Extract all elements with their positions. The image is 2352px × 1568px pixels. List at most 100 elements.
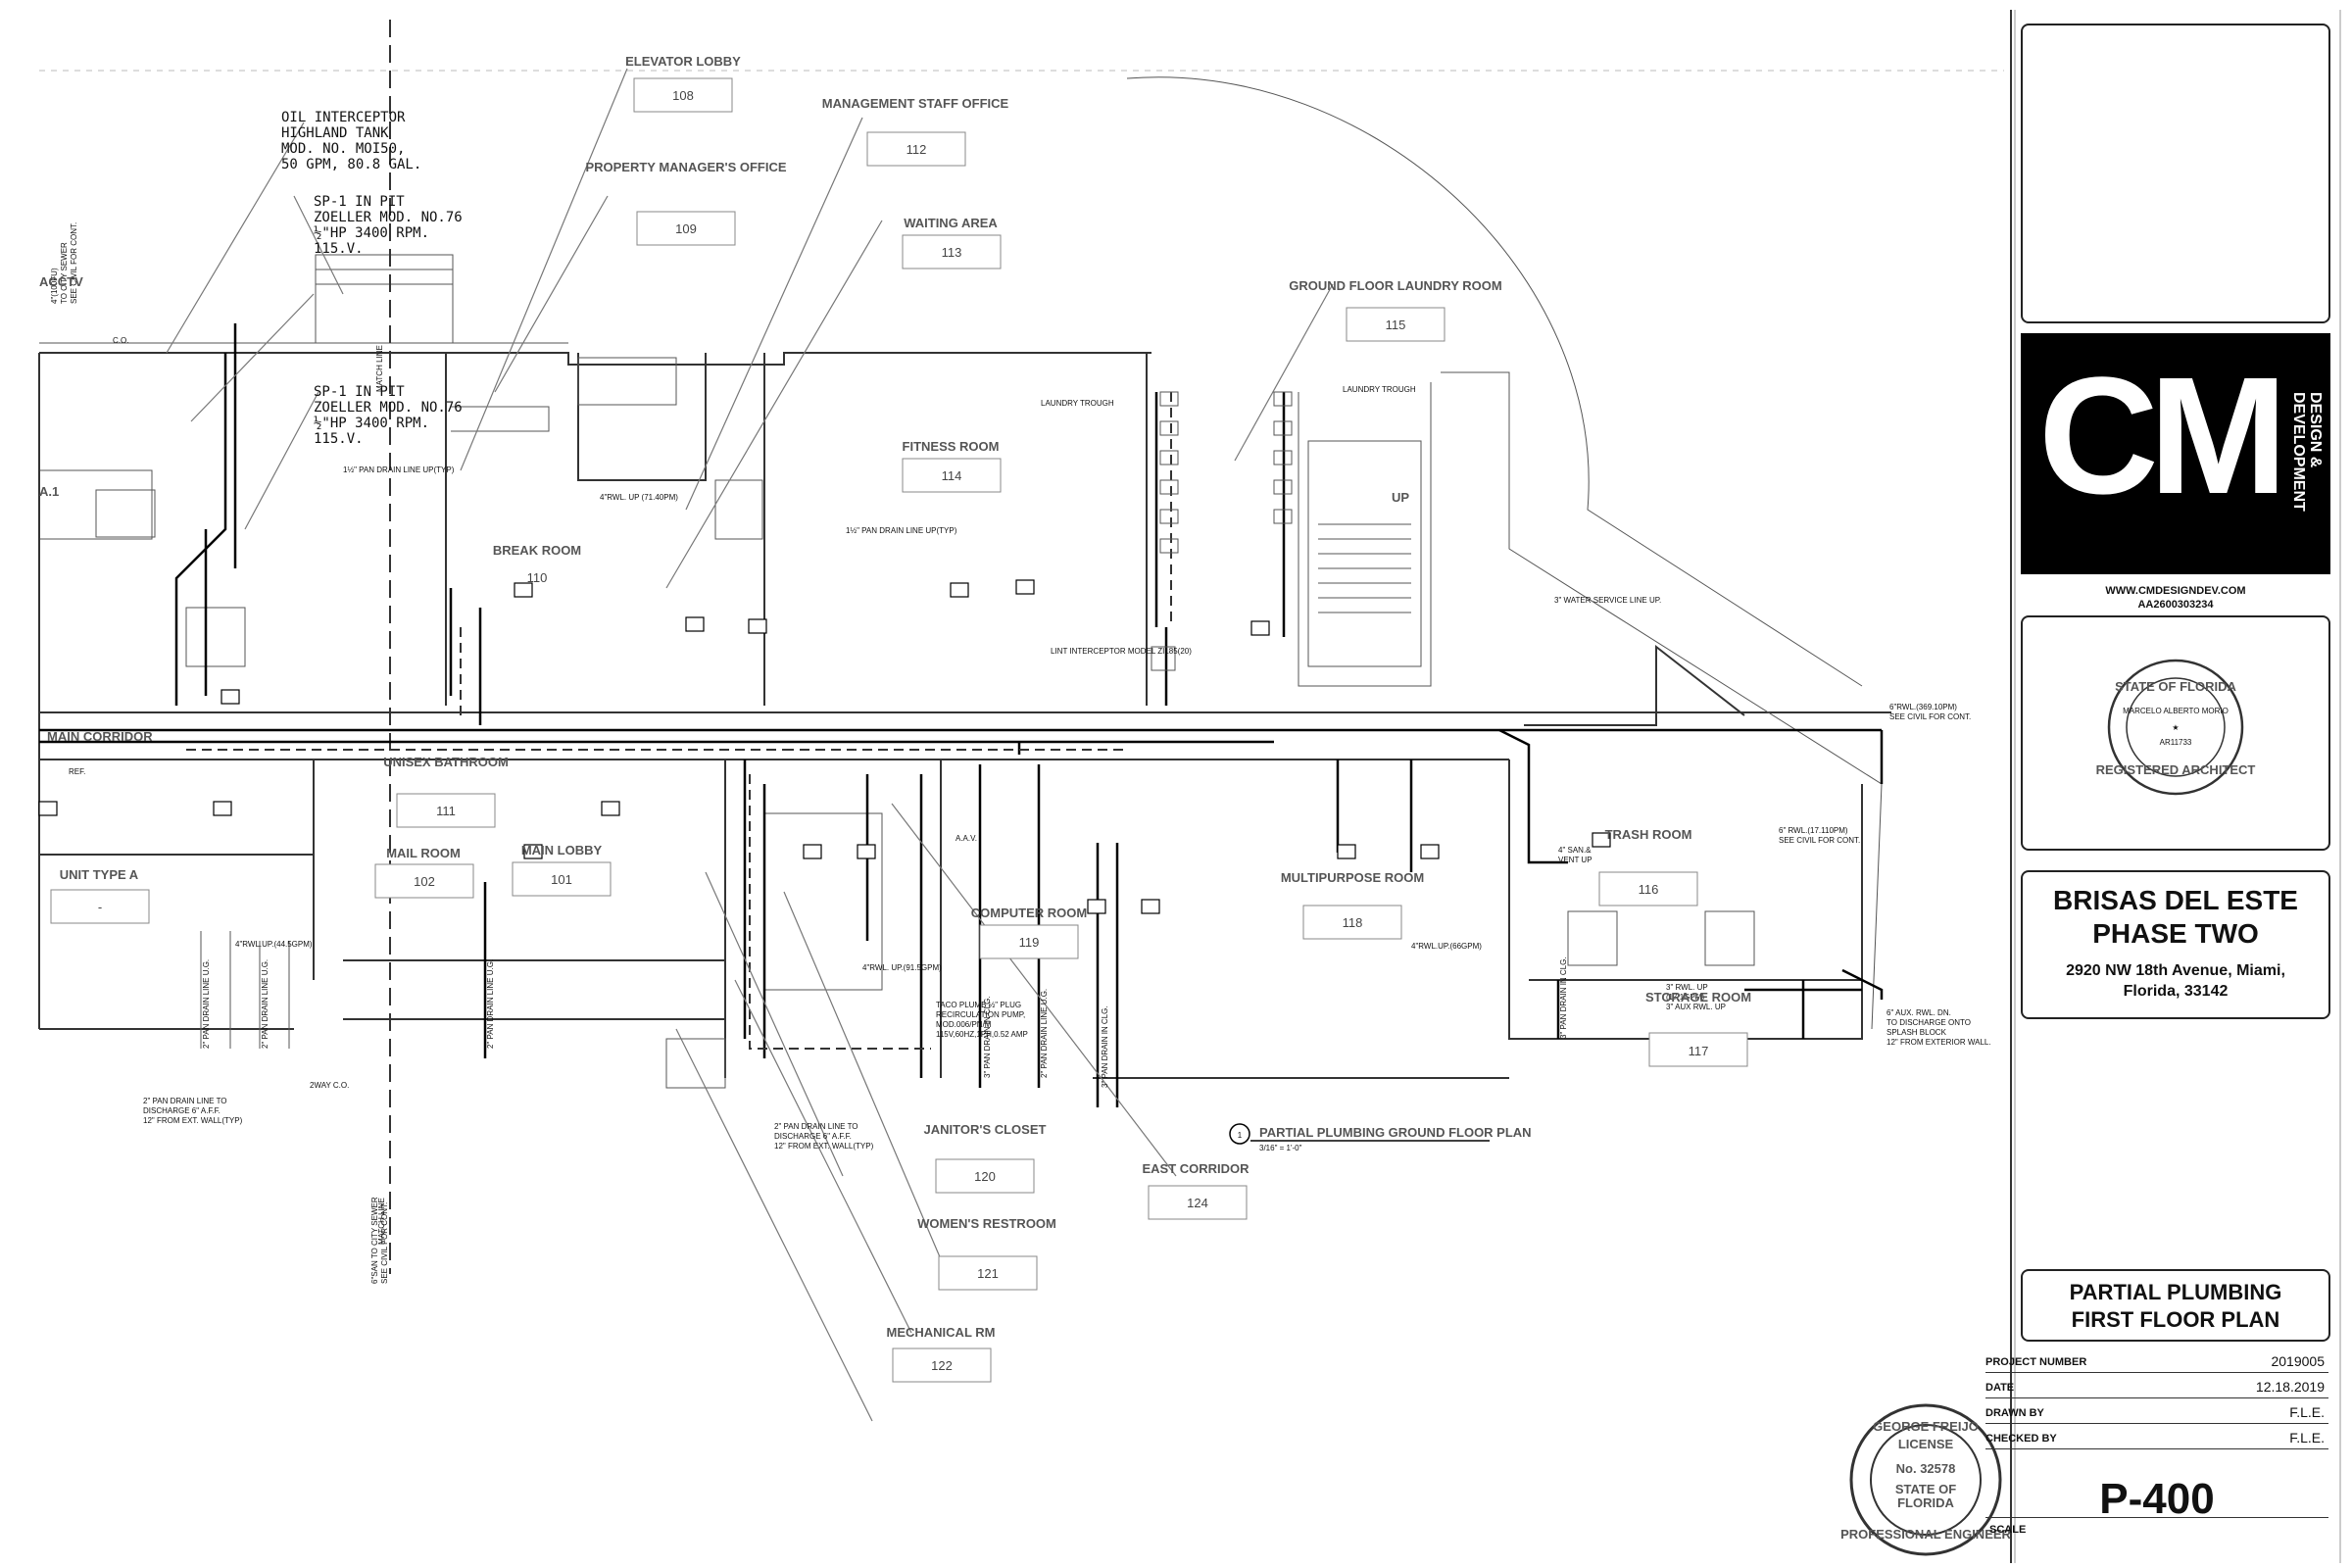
architect-seal-number: AR11733 — [2160, 738, 2192, 747]
checked-by-value: F.L.E. — [2289, 1430, 2325, 1446]
room-name-122: MECHANICAL RM — [887, 1325, 996, 1340]
room-number-116: 116 — [1639, 882, 1659, 897]
engineer-seal: GEORGE FREIJO LICENSE No. 32578 STATE OF… — [1840, 1403, 2012, 1556]
drawn-by-row: DRAWN BY F.L.E. — [1985, 1399, 2328, 1424]
leader-lines — [166, 68, 1334, 1422]
pan-drain-note-2: 1½" PAN DRAIN LINE UP(TYP) — [846, 526, 957, 535]
room-name-115: GROUND FLOOR LAUNDRY ROOM — [1289, 278, 1501, 293]
drawn-by-value: F.L.E. — [2289, 1404, 2325, 1420]
architect-seal-star-icon: ★ — [2172, 723, 2179, 732]
stair-treads — [1318, 523, 1411, 613]
sp1-b-note-3: ½"HP 3400 RPM. — [314, 416, 429, 431]
match-line-label-bottom: MATCH LINE — [377, 1198, 386, 1245]
sp1-b-note-1: SP-1 IN PIT — [314, 384, 405, 400]
room-name-117: STORAGE ROOM — [1645, 990, 1751, 1004]
room-number-110: 110 — [527, 570, 548, 585]
project-name-line2: PHASE TWO — [2092, 918, 2259, 949]
san-vent-line1: 4" SAN.& — [1558, 846, 1592, 855]
taco-pump-line2: RECIRCULATION PUMP, — [936, 1010, 1025, 1019]
pan-drain-clg-2: 3" PAN DRAIN IN CLG. — [1101, 1005, 1109, 1088]
engineer-seal-state-2: FLORIDA — [1897, 1495, 1954, 1510]
sp1-b-note-2: ZOELLER MOD. NO.76 — [314, 400, 463, 416]
architect-seal-name: MARCELO ALBERTO MORIO — [2123, 707, 2229, 715]
city-sewer-2-line2: TO CITY SEWER — [60, 242, 69, 304]
room-number-118: 118 — [1343, 915, 1363, 930]
sheet-title-line2: FIRST FLOOR PLAN — [2071, 1307, 2280, 1332]
pan-discharge-1-line3: 12" FROM EXT. WALL(TYP) — [143, 1116, 243, 1125]
plan-caption-scale: 3/16" = 1'-0" — [1259, 1144, 1302, 1152]
date-row: DATE 12.18.2019 — [1985, 1374, 2328, 1398]
room-name-108: ELEVATOR LOBBY — [625, 54, 741, 69]
oil-interceptor-note-2: HIGHLAND TANK — [281, 125, 389, 141]
room-number-122: 122 — [931, 1358, 953, 1373]
project-info-panel — [2021, 870, 2330, 1019]
technical-notes: OIL INTERCEPTOR HIGHLAND TANK MOD. NO. M… — [50, 110, 1991, 1284]
room-number-108: 108 — [672, 88, 694, 103]
oil-interceptor-note-1: OIL INTERCEPTOR — [281, 110, 406, 125]
plan-caption-number: 1 — [1238, 1131, 1243, 1140]
piping — [39, 323, 1884, 1107]
drawn-by-label: DRAWN BY — [1985, 1407, 2044, 1419]
pan-drain-ug-4: 2" PAN DRAIN LINE U.G. — [1040, 989, 1049, 1078]
pan-drain-note-1: 1½" PAN DRAIN LINE UP(TYP) — [343, 466, 455, 474]
company-website: WWW.CMDESIGNDEV.COM — [2105, 585, 2246, 597]
room-number-unit-a: - — [98, 900, 102, 914]
engineer-seal-number: No. 32578 — [1896, 1461, 1956, 1476]
sp1-a-note-3: ½"HP 3400 RPM. — [314, 225, 429, 241]
rwl-up-66-note: 4"RWL.UP.(66GPM) — [1411, 942, 1482, 951]
room-number-114: 114 — [942, 468, 962, 483]
room-name-109: PROPERTY MANAGER'S OFFICE — [585, 160, 786, 174]
room-number-119: 119 — [1019, 935, 1040, 950]
taco-pump-line3: MOD.006/PN/M — [936, 1020, 992, 1029]
match-line-label-top: MATCH LINE — [375, 345, 384, 392]
scale-label: SCALE — [1989, 1524, 2027, 1536]
logo-subtitle: DESIGN & DEVELOPMENT — [2290, 392, 2324, 512]
company-license: AA2600303234 — [2137, 599, 2214, 611]
date-label: DATE — [1985, 1382, 2015, 1394]
project-number-row: PROJECT NUMBER 2019005 — [1985, 1348, 2328, 1373]
laundry-washers — [1151, 391, 1293, 671]
room-name-114: FITNESS ROOM — [903, 439, 1000, 454]
pan-discharge-1-line2: DISCHARGE 6" A.F.F. — [143, 1106, 220, 1115]
plan-caption: 1 PARTIAL PLUMBING GROUND FLOOR PLAN 3/1… — [1229, 1123, 1532, 1152]
room-name-121: WOMEN'S RESTROOM — [917, 1216, 1056, 1231]
sheet-title-panel — [2021, 1269, 2330, 1342]
acctv-label: ACCTV — [39, 274, 83, 289]
address-line1: 2920 NW 18th Avenue, Miami, — [2066, 962, 2285, 979]
ref-label: REF. — [69, 767, 85, 776]
title-block-empty-panel — [2021, 24, 2330, 323]
room-name-101: MAIN LOBBY — [521, 843, 603, 858]
water-service-note: 3" WATER SERVICE LINE UP. — [1554, 596, 1661, 605]
project-number-value: 2019005 — [2271, 1353, 2325, 1369]
sheet-title: PARTIAL PLUMBING FIRST FLOOR PLAN — [2021, 1279, 2330, 1334]
architect-seal: STATE OF FLORIDA MARCELO ALBERTO MORIO ★… — [2096, 659, 2255, 796]
twoway-co-note: 2WAY C.O. — [310, 1081, 349, 1090]
plan-caption-title: PARTIAL PLUMBING GROUND FLOOR PLAN — [1259, 1125, 1532, 1140]
rwl-civil-1-line2: SEE CIVIL FOR CONT. — [1889, 712, 1971, 721]
pan-drain-clg-1: 3" PAN DRAIN IN CLG. — [983, 996, 992, 1078]
room-number-121: 121 — [977, 1266, 999, 1281]
room-number-112: 112 — [906, 142, 927, 157]
sheet-border — [39, 10, 2341, 1563]
checked-by-label: CHECKED BY — [1985, 1433, 2057, 1445]
room-number-113: 113 — [942, 245, 962, 260]
laundry-trough-note-2: LAUNDRY TROUGH — [1343, 385, 1416, 394]
pan-drain-clg-3: 3" PAN DRAIN IN CLG. — [1559, 956, 1568, 1039]
room-name-119: COMPUTER ROOM — [971, 906, 1087, 920]
date-value: 12.18.2019 — [2255, 1379, 2325, 1395]
rwl-up-44-note: 4"RWL.UP.(44.5GPM) — [235, 940, 313, 949]
project-title: BRISAS DEL ESTE PHASE TWO — [2021, 884, 2330, 951]
rwl-civil-1-line1: 6"RWL.(369.10PM) — [1889, 703, 1957, 711]
room-name-118: MULTIPURPOSE ROOM — [1281, 870, 1424, 885]
taco-pump-line1: TACO PLUMB ½" PLUG — [936, 1001, 1021, 1009]
city-sewer-2-line1: 4"(100FU) — [50, 268, 59, 304]
aux-rwl-line1: 6" AUX. RWL. DN. — [1886, 1008, 1951, 1017]
aux-rwl-line3: SPLASH BLOCK — [1886, 1028, 1947, 1037]
oil-interceptor-note-3: MOD. NO. MOI50, — [281, 141, 405, 157]
rwl-3-up-line2: (17.1GPM) — [1666, 993, 1704, 1002]
project-number-label: PROJECT NUMBER — [1985, 1356, 2087, 1368]
room-number-115: 115 — [1386, 318, 1406, 332]
engineer-seal-license: LICENSE — [1898, 1437, 1954, 1451]
project-address: 2920 NW 18th Avenue, Miami, Florida, 331… — [2021, 960, 2330, 1002]
city-sewer-line2: SEE CIVIL FOR CONT. — [380, 1202, 389, 1284]
